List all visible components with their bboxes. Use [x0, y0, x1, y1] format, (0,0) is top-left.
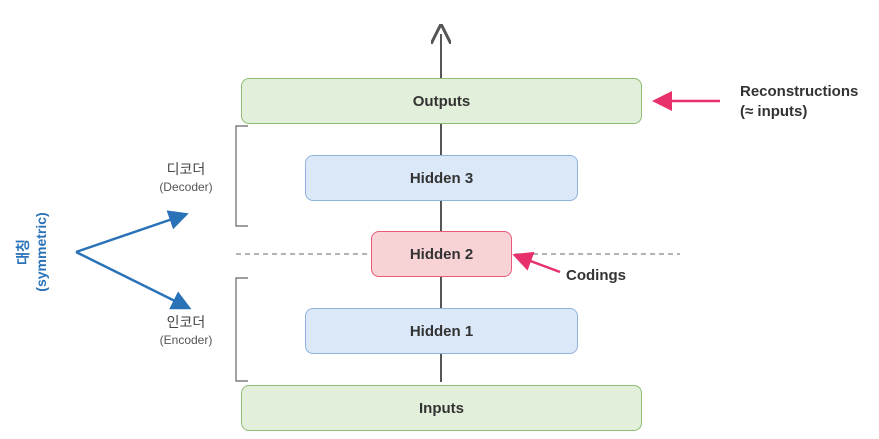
encoder-label: 인코더 (Encoder): [150, 313, 222, 349]
symmetric-arrow-down: [75, 250, 192, 310]
symmetric-label: 대칭 (symmetric): [14, 202, 54, 302]
hidden2-label: Hidden 2: [409, 245, 474, 263]
decoder-label-en: (Decoder): [159, 180, 213, 194]
outputs-label: Outputs: [412, 92, 471, 110]
reconstructions-line2: (≈ inputs): [740, 103, 808, 120]
outputs-layer: Outputs: [241, 78, 642, 124]
inputs-label: Inputs: [419, 399, 464, 417]
symmetric-label-en: (symmetric): [33, 212, 49, 292]
symmetric-arrow-up: [75, 210, 189, 254]
encoder-label-en: (Encoder): [159, 333, 213, 347]
codings-annotation: Codings: [566, 267, 626, 284]
hidden1-label: Hidden 1: [409, 322, 474, 340]
decoder-label-kr: 디코더: [166, 161, 206, 177]
decoder-brace: [235, 125, 248, 227]
hidden3-layer: Hidden 3: [305, 155, 578, 201]
hidden1-layer: Hidden 1: [305, 308, 578, 354]
encoder-brace: [235, 277, 248, 382]
hidden2-layer: Hidden 2: [371, 231, 512, 277]
reconstructions-annotation: Reconstructions (≈ inputs): [740, 82, 875, 122]
symmetric-label-kr: 대칭: [15, 239, 31, 265]
decoder-label: 디코더 (Decoder): [150, 160, 222, 196]
hidden3-label: Hidden 3: [409, 169, 474, 187]
inputs-layer: Inputs: [241, 385, 642, 431]
reconstructions-line1: Reconstructions: [740, 83, 859, 100]
encoder-label-kr: 인코더: [166, 314, 206, 330]
codings-arrow: [512, 251, 561, 274]
